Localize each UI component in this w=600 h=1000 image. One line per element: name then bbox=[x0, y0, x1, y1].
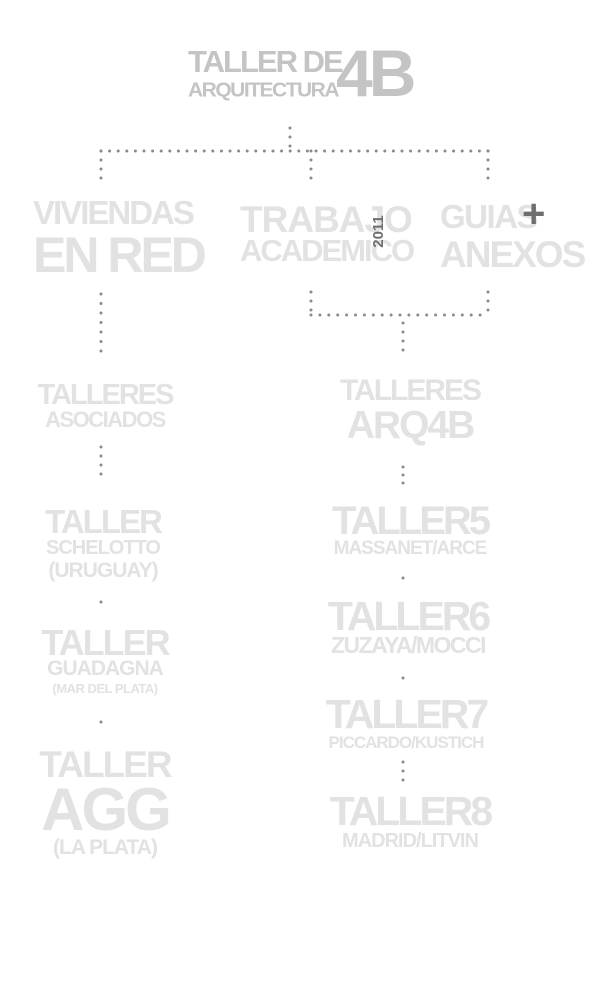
taller6-title[interactable]: TALLER6 bbox=[327, 593, 491, 639]
taller-guadagna-place[interactable]: (MAR DEL PLATA) bbox=[52, 681, 158, 696]
taller-schelotto-title[interactable]: TALLER bbox=[45, 503, 163, 540]
branch-viviendas-line2[interactable]: EN RED bbox=[33, 227, 207, 283]
taller-agg-place[interactable]: (LA PLATA) bbox=[53, 836, 158, 859]
logo-4b[interactable]: 4B bbox=[336, 36, 416, 110]
taller7-subtitle[interactable]: PICCARDO/KUSTICH bbox=[328, 733, 485, 752]
taller-guadagna-title[interactable]: TALLER bbox=[41, 622, 170, 663]
taller-agg-name[interactable]: AGG bbox=[41, 776, 172, 843]
taller8-title[interactable]: TALLER8 bbox=[329, 788, 493, 834]
taller-agg-title[interactable]: TALLER bbox=[39, 744, 172, 785]
taller5-title[interactable]: TALLER5 bbox=[331, 499, 491, 543]
group-talleres-asociados-line2[interactable]: ASOCIADOS bbox=[45, 407, 166, 432]
taller-schelotto-place[interactable]: (URUGUAY) bbox=[48, 559, 158, 582]
logo-line-arquitectura[interactable]: ARQUITECTURA bbox=[188, 79, 340, 102]
branch-trabajo-line1[interactable]: TRABAJO bbox=[240, 199, 413, 240]
taller-schelotto-name[interactable]: SCHELOTTO bbox=[46, 537, 161, 559]
branch-guias-line2[interactable]: ANEXOS bbox=[440, 234, 586, 275]
taller7-title[interactable]: TALLER7 bbox=[325, 691, 489, 737]
plus-icon[interactable]: + bbox=[522, 192, 546, 236]
taller6-subtitle[interactable]: ZUZAYA/MOCCI bbox=[330, 632, 487, 658]
taller8-subtitle[interactable]: MADRID/LITVIN bbox=[342, 830, 479, 852]
group-talleres-asociados-line1[interactable]: TALLERES bbox=[37, 379, 175, 411]
taller5-subtitle[interactable]: MASSANET/ARCE bbox=[333, 538, 488, 559]
branch-trabajo-line2[interactable]: ACADEMICO bbox=[240, 233, 415, 268]
year-label: 2011 bbox=[369, 215, 387, 248]
group-talleres-arq4b-line1[interactable]: TALLERES bbox=[339, 374, 482, 407]
group-talleres-arq4b-line2[interactable]: ARQ4B bbox=[346, 404, 476, 447]
logo-line-taller-de[interactable]: TALLER DE bbox=[188, 44, 344, 79]
taller-guadagna-name[interactable]: GUADAGNA bbox=[47, 657, 164, 680]
branch-guias-line1[interactable]: GUIAS bbox=[440, 198, 539, 235]
branch-viviendas-line1[interactable]: VIVIENDAS bbox=[33, 194, 195, 231]
